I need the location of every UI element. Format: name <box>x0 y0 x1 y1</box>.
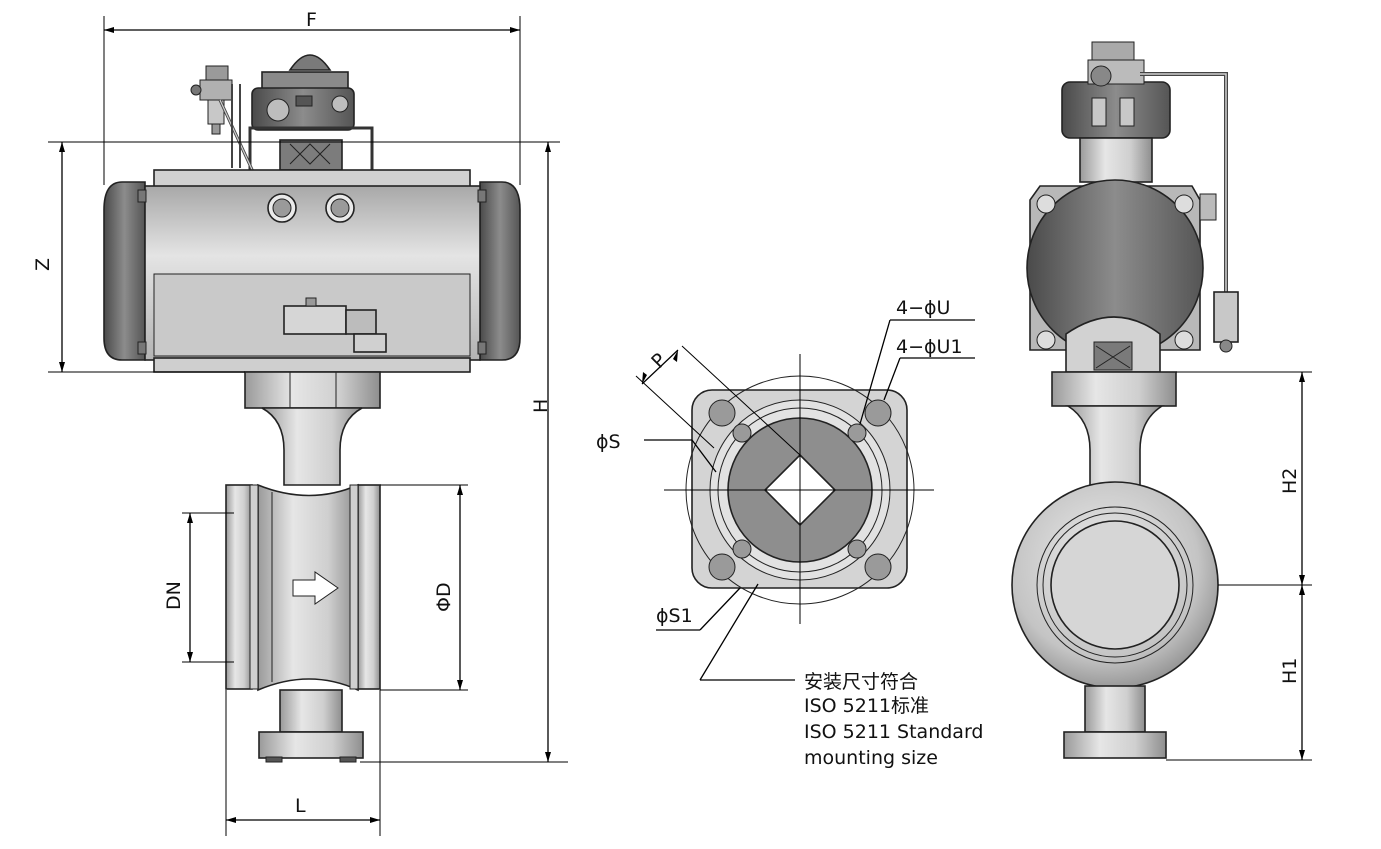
note-line-2: ISO 5211标准 <box>804 695 929 717</box>
front-dimensions <box>48 16 568 836</box>
actuator <box>103 169 521 373</box>
flange-top-view: P ϕS ϕS1 4−ϕU 4−ϕU1 安装尺寸符合 ISO 5211标准 IS… <box>596 297 984 769</box>
label-H2: H2 <box>1279 468 1301 494</box>
side-view: H2 H1 <box>1011 41 1312 761</box>
front-view: F Z H DN ΦD L <box>32 9 568 836</box>
side-body <box>1011 371 1219 759</box>
label-phiS: ϕS <box>596 431 621 453</box>
note-line-3: ISO 5211 Standard <box>804 721 984 743</box>
label-H: H <box>530 399 552 413</box>
side-accessories <box>1061 41 1228 292</box>
label-H1: H1 <box>1279 658 1301 684</box>
label-P: P <box>647 349 671 373</box>
label-phiS1: ϕS1 <box>656 605 693 627</box>
solenoid-valve <box>283 297 387 353</box>
valve-body <box>225 483 381 763</box>
label-DN: DN <box>163 581 185 610</box>
note-line-4: mounting size <box>804 747 938 769</box>
label-L: L <box>295 795 306 817</box>
side-actuator <box>1026 179 1239 373</box>
side-dimensions <box>1166 371 1312 761</box>
positioner <box>248 54 374 172</box>
note-line-1: 安装尺寸符合 <box>804 671 918 693</box>
label-4-phiU1: 4−ϕU1 <box>896 336 963 358</box>
label-Z: Z <box>32 258 54 271</box>
label-F: F <box>306 9 317 31</box>
bracket <box>244 371 381 486</box>
label-phiD: ΦD <box>433 582 455 612</box>
label-4-phiU: 4−ϕU <box>896 297 950 319</box>
